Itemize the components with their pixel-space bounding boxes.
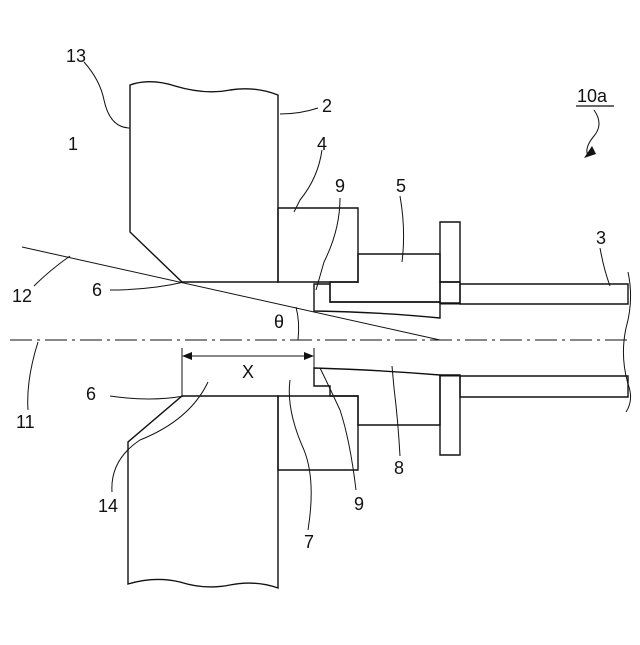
inclined-line-12 [22,247,440,340]
label-11: 11 [16,412,35,432]
leader-9-top [316,198,340,290]
leader-12 [34,256,70,286]
tube-break-line [623,272,630,412]
tube-3-lower-wall [460,376,628,397]
x-dim-arrow-left [182,352,192,360]
taper-9-upper [314,284,440,318]
tube-3-upper-wall [460,284,628,304]
flange-upper [440,222,460,282]
x-dim-arrow-right [304,352,314,360]
sleeve-8-lower [314,368,440,425]
lower-die-14 [128,396,278,588]
leader-8 [392,366,400,456]
label-9-bottom: 9 [354,494,364,514]
upper-insert-4 [278,208,358,282]
label-5: 5 [396,176,406,196]
upper-die-13 [130,82,278,282]
flange-upper-base [440,282,460,303]
leader-3 [600,248,610,286]
label-6-bottom: 6 [86,384,96,404]
label-8: 8 [394,458,404,478]
leader-7 [289,380,311,530]
leader-6-top [110,282,184,290]
label-14: 14 [98,496,118,516]
label-7: 7 [304,532,314,552]
leader-11 [28,342,38,410]
flange-lower [440,375,460,455]
label-theta: θ [274,312,284,332]
label-x: X [242,362,254,382]
label-2: 2 [322,96,332,116]
leader-5 [400,196,404,262]
label-12: 12 [12,286,32,306]
sleeve-5-upper [330,254,440,302]
label-10a: 10a [577,86,608,106]
label-6-top: 6 [92,280,102,300]
label-9-top: 9 [335,176,345,196]
leader-2 [280,108,318,114]
leader-10a-arrow [584,146,596,158]
theta-arc [296,307,299,340]
leader-13 [84,62,130,128]
label-3: 3 [596,228,606,248]
label-1: 1 [68,134,78,154]
label-13: 13 [66,46,86,66]
leader-4 [294,150,322,212]
label-4: 4 [317,134,327,154]
leader-6-bottom [110,396,184,399]
